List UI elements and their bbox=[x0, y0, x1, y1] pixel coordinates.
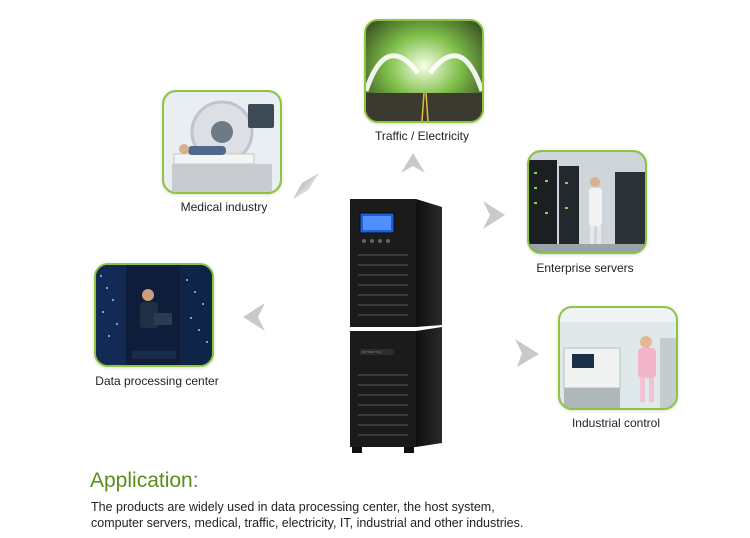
application-description: The products are widely used in data pro… bbox=[91, 499, 711, 531]
medical-industry-image bbox=[162, 90, 282, 194]
medical-industry-caption: Medical industry bbox=[180, 200, 268, 214]
enterprise-servers-image bbox=[527, 150, 647, 254]
industrial-control-caption: Industrial control bbox=[571, 416, 661, 430]
enterprise-servers-caption: Enterprise servers bbox=[536, 261, 634, 275]
arrow-up-left-icon bbox=[293, 173, 319, 199]
traffic-electricity-caption: Traffic / Electricity bbox=[374, 129, 469, 143]
ups-brand-plate: BATTERY INC bbox=[362, 350, 382, 354]
traffic-electricity-image bbox=[364, 19, 484, 123]
application-title: Application: bbox=[90, 469, 199, 492]
arrow-left-icon bbox=[243, 303, 265, 331]
arrow-up-icon bbox=[401, 153, 425, 173]
application-description-line-1: The products are widely used in data pro… bbox=[91, 500, 495, 514]
data-processing-center-caption: Data processing center bbox=[95, 374, 219, 388]
arrow-right-icon bbox=[483, 201, 505, 229]
data-processing-center-image bbox=[94, 263, 214, 367]
application-description-line-2: computer servers, medical, traffic, elec… bbox=[91, 516, 524, 530]
arrow-down-right-icon bbox=[515, 339, 539, 367]
industrial-control-image bbox=[558, 306, 678, 410]
ups-tower-image bbox=[350, 199, 442, 453]
